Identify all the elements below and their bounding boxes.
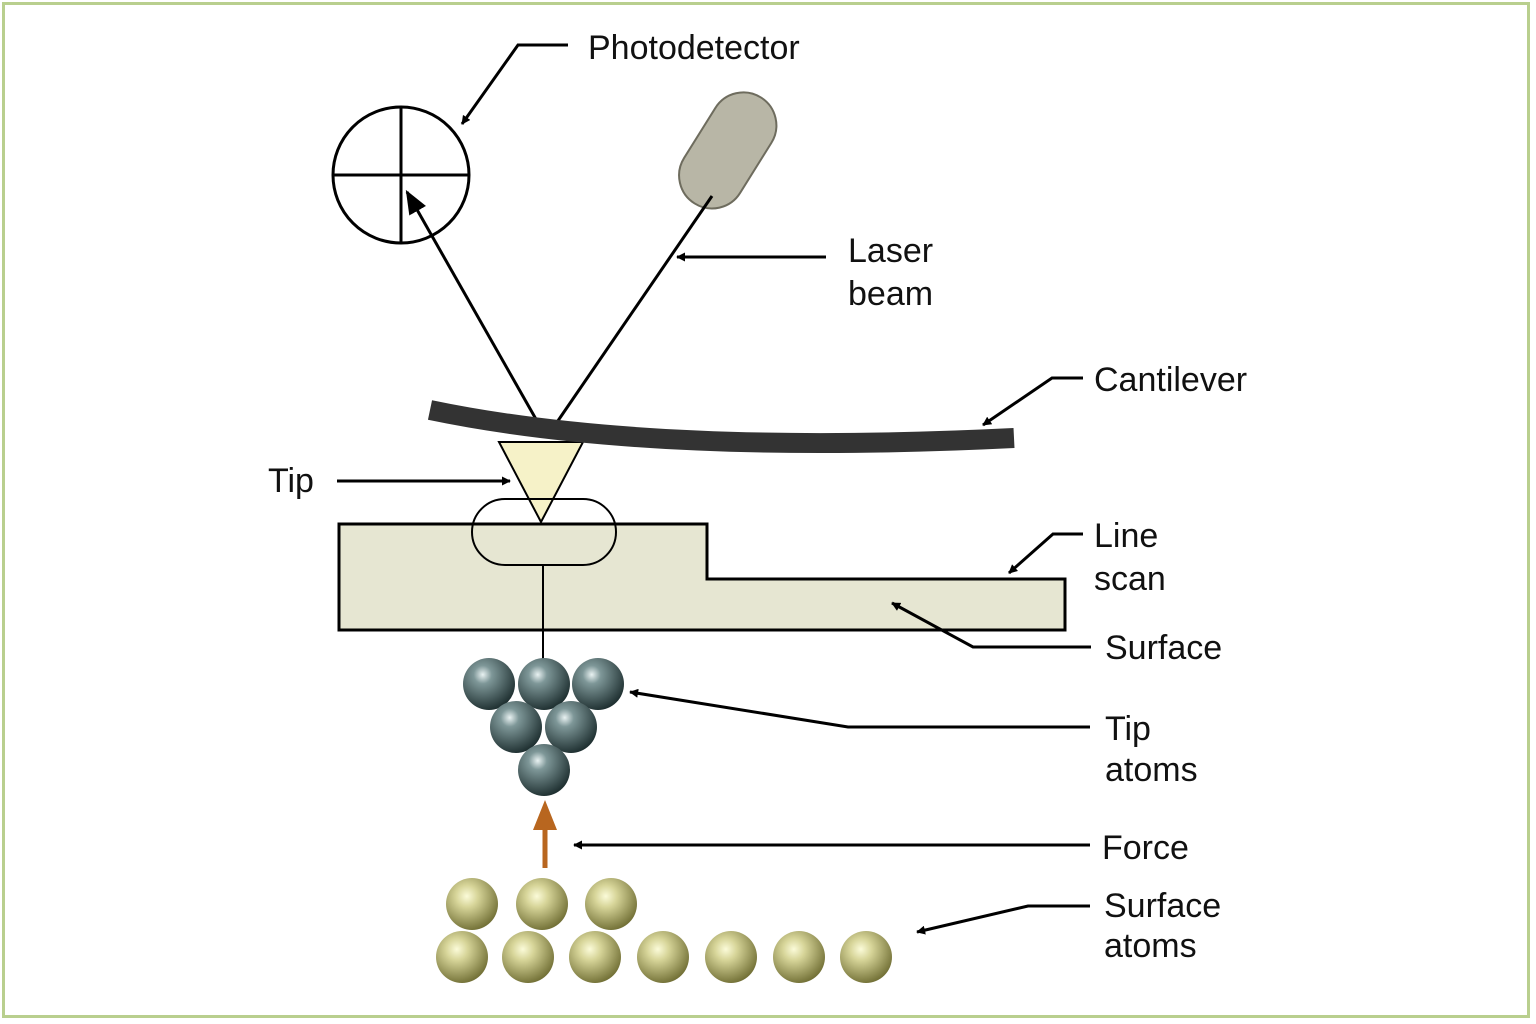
cantilever: [427, 400, 1015, 454]
tip-atoms: [463, 658, 624, 796]
cantilever-label: Cantilever: [1094, 361, 1247, 399]
tip-atom: [545, 701, 597, 753]
line-scan-label-line1: Line: [1094, 517, 1158, 555]
surface-profile: [337, 522, 1067, 632]
laser-beam-reflected: [405, 189, 543, 429]
laser-emitter: [678, 91, 778, 210]
surface-atom: [705, 931, 757, 983]
surface-atom: [446, 878, 498, 930]
tip-atoms-label-line2: atoms: [1105, 751, 1198, 789]
tip-atom: [572, 658, 624, 710]
photodetector-leader: [460, 43, 568, 125]
force-label: Force: [1102, 829, 1189, 867]
surface-atom: [585, 878, 637, 930]
surface-atoms-label-line1: Surface: [1104, 887, 1221, 925]
laser-beam-label-line2: beam: [848, 275, 933, 313]
surface-atom: [637, 931, 689, 983]
surface-atom: [773, 931, 825, 983]
photodetector-label: Photodetector: [588, 29, 800, 67]
surface-atom: [840, 931, 892, 983]
tip-atoms-label-line1: Tip: [1105, 710, 1151, 748]
surface-atoms-leader: [916, 904, 1090, 935]
surface-leader: [891, 601, 1091, 649]
tip-atom: [518, 658, 570, 710]
surface-label: Surface: [1105, 629, 1222, 667]
surface-atoms-label-line2: atoms: [1104, 927, 1197, 965]
surface-atom: [516, 878, 568, 930]
laser-beam-incoming: [551, 195, 714, 429]
afm-tip: [497, 441, 585, 525]
surface-atoms: [436, 878, 892, 983]
line-scan-label-line2: scan: [1094, 560, 1166, 598]
surface-atom: [569, 931, 621, 983]
tip-atom: [463, 658, 515, 710]
surface-atom: [436, 931, 488, 983]
surface-atom: [502, 931, 554, 983]
tip-atom: [490, 701, 542, 753]
cantilever-leader: [982, 376, 1083, 427]
photodetector: [331, 105, 471, 245]
tip-atoms-leader: [629, 688, 1090, 729]
line-scan-leader: [1008, 532, 1083, 575]
tip-label: Tip: [268, 462, 314, 500]
force-arrow: [533, 800, 557, 868]
tip-atom: [518, 744, 570, 796]
laser-beam-label-line1: Laser: [848, 232, 933, 270]
